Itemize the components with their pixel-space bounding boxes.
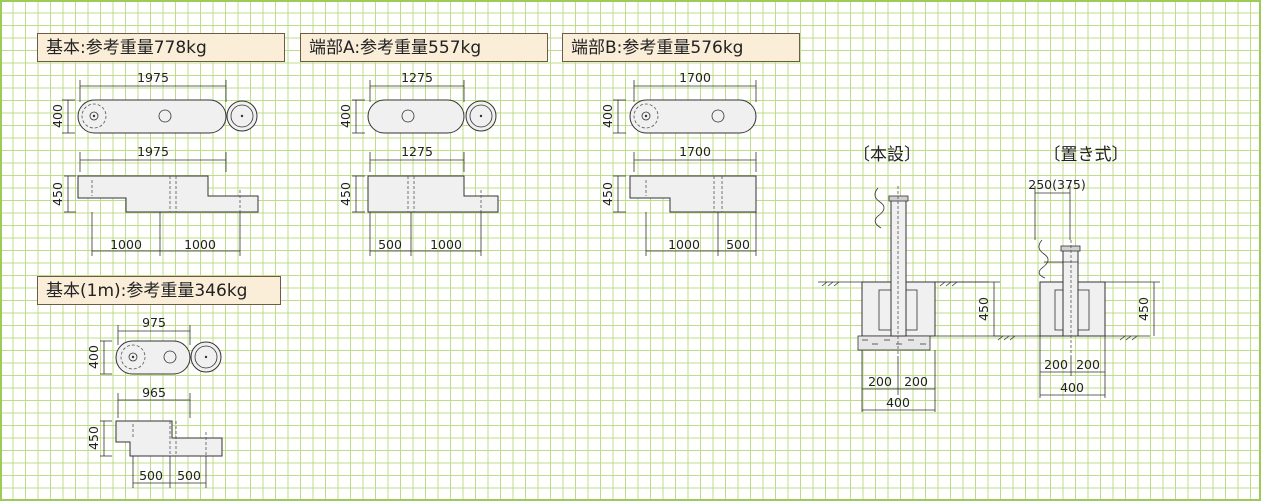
tanbu-b-side-view: 1700 450 1000 500 [600, 144, 757, 256]
kihon-1m-top-view: 975 400 [86, 315, 222, 375]
kihon-seg-left: 1000 [110, 237, 142, 252]
tanbu-a-side-height: 450 [338, 182, 353, 206]
okishiki-section: 〔置き式〕 250(375) 450 200 200 [993, 145, 1160, 398]
kihon-side-view: 1975 450 1000 1000 [50, 144, 259, 256]
kihon-1m-side-width: 965 [142, 385, 166, 400]
okishiki-half-left: 200 [1044, 357, 1068, 372]
kihon-top-view: 1975 400 [50, 70, 258, 134]
tanbu-b-side-height: 450 [600, 182, 615, 206]
tanbu-b-top-height: 400 [600, 104, 615, 128]
kihon-1m-top-height: 400 [86, 345, 101, 369]
tanbu-b-top-width: 1700 [679, 70, 711, 85]
tanbu-b-side-width: 1700 [679, 144, 711, 159]
tanbu-a-top-height: 400 [338, 104, 353, 128]
tanbu-a-seg-left: 500 [378, 237, 402, 252]
kihon-side-height: 450 [50, 182, 65, 206]
kihon-1m-side-height: 450 [86, 426, 101, 450]
tanbu-a-seg-right: 1000 [430, 237, 462, 252]
honsetsu-half-left: 200 [868, 374, 892, 389]
header-tanbu-b: 端部B:参考重量576kg [562, 33, 800, 62]
honsetsu-label: 〔本設〕 [853, 145, 921, 165]
tanbu-b-top-view: 1700 400 [600, 70, 757, 134]
tanbu-a-side-view: 1275 450 500 1000 [338, 144, 499, 256]
okishiki-label: 〔置き式〕 [1044, 145, 1129, 165]
kihon-side-width: 1975 [137, 144, 169, 159]
tanbu-b-seg-right: 500 [726, 237, 750, 252]
honsetsu-total: 400 [886, 395, 910, 410]
honsetsu-half-right: 200 [904, 374, 928, 389]
okishiki-total: 400 [1060, 380, 1084, 395]
honsetsu-section: 〔本設〕 450 200 200 [818, 145, 1000, 412]
header-tanbu-a: 端部A:参考重量557kg [300, 33, 548, 62]
kihon-top-width: 1975 [137, 70, 169, 85]
honsetsu-height: 450 [976, 297, 991, 321]
kihon-seg-right: 1000 [184, 237, 216, 252]
tanbu-a-side-width: 1275 [401, 144, 433, 159]
kihon-top-height: 400 [50, 104, 65, 128]
header-kihon-1m: 基本(1m):参考重量346kg [37, 276, 281, 305]
kihon-1m-side-view: 965 450 500 500 [86, 385, 223, 488]
okishiki-half-right: 200 [1076, 357, 1100, 372]
okishiki-height: 450 [1136, 297, 1151, 321]
okishiki-offset: 250(375) [1028, 177, 1085, 192]
tanbu-a-top-width: 1275 [401, 70, 433, 85]
kihon-1m-seg-right: 500 [177, 468, 201, 483]
kihon-1m-seg-left: 500 [139, 468, 163, 483]
tanbu-a-top-view: 1275 400 [338, 70, 497, 134]
tanbu-b-seg-left: 1000 [668, 237, 700, 252]
header-kihon: 基本:参考重量778kg [37, 33, 285, 62]
kihon-1m-top-width: 975 [142, 315, 166, 330]
